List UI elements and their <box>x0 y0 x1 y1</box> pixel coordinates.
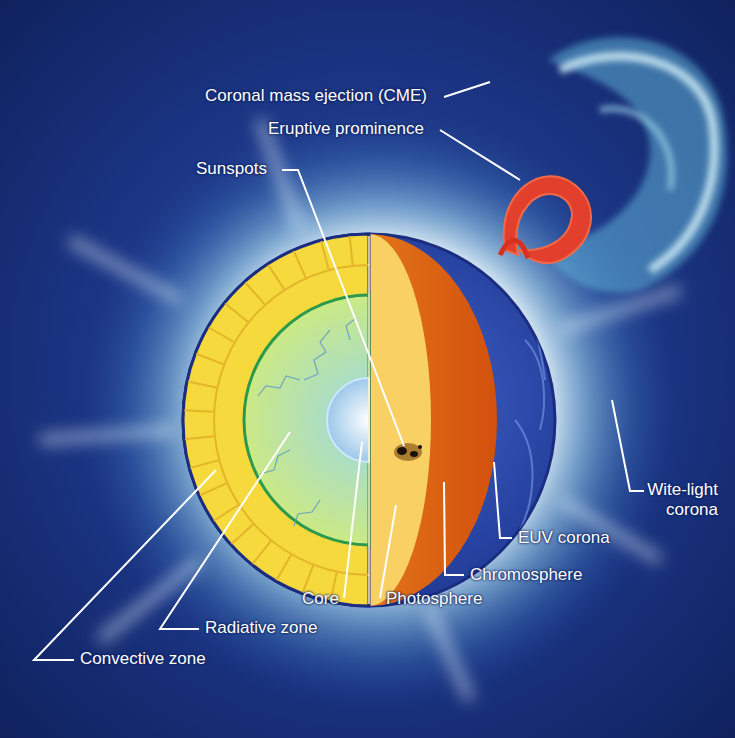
callout-label: Photosphere <box>386 589 482 609</box>
callout-label: Coronal mass ejection (CME) <box>205 86 427 106</box>
cell-divider <box>225 304 248 322</box>
leader-line <box>444 82 490 97</box>
photon-path <box>346 318 356 340</box>
callout-label: EUV corona <box>518 528 610 548</box>
leader-line <box>380 505 396 598</box>
photon-path <box>294 500 320 526</box>
sunspot-penumbra <box>394 443 422 461</box>
euv-loop <box>525 340 544 430</box>
cme-cloud <box>545 37 727 292</box>
core <box>327 378 369 462</box>
sunspot-group <box>394 443 422 461</box>
callout-label: Wite-light corona <box>632 480 718 521</box>
leader-line <box>282 170 404 446</box>
corona-glow <box>80 110 680 710</box>
cell-divider <box>200 483 226 495</box>
cell-divider <box>196 354 223 364</box>
leader-line <box>612 400 644 491</box>
callout-label: Eruptive prominence <box>268 119 424 139</box>
cell-divider <box>209 328 234 343</box>
cell-divider <box>253 541 271 564</box>
streamer <box>40 430 175 440</box>
photon-path <box>304 330 330 380</box>
cell-divider <box>268 265 284 289</box>
cut-edge <box>368 236 370 604</box>
sunspot <box>397 447 407 455</box>
euv-loop <box>515 420 533 530</box>
cell-divider <box>350 236 353 265</box>
photon-path <box>258 376 300 396</box>
cell-divider <box>245 283 264 305</box>
streamer <box>70 240 180 300</box>
euv-loop <box>480 250 520 300</box>
radiative-zone <box>244 295 369 545</box>
euv-surface <box>183 234 555 606</box>
leader-line <box>440 130 520 180</box>
cell-divider <box>184 410 213 412</box>
cme-shell <box>545 37 727 292</box>
sun-sphere <box>183 234 555 606</box>
cell-divider <box>232 524 254 543</box>
cell-divider <box>214 505 238 521</box>
callout-label: Sunspots <box>196 159 267 179</box>
leader-line <box>34 470 216 660</box>
cell-divider <box>303 566 313 593</box>
sunspot <box>418 445 422 449</box>
leader-line <box>444 482 464 575</box>
leader-line <box>494 462 512 538</box>
convective-inner-edge <box>214 265 369 575</box>
cell-divider <box>185 436 214 439</box>
streamer <box>430 610 470 700</box>
callout-label: Convective zone <box>80 649 206 669</box>
leader-line <box>344 442 362 598</box>
corona-streamers <box>40 120 680 700</box>
eruptive-prominence <box>500 176 591 263</box>
callout-label: Core <box>302 589 339 609</box>
cell-divider <box>188 382 216 388</box>
leader-line <box>160 432 290 629</box>
callout-label: Radiative zone <box>205 618 317 638</box>
cell-divider <box>190 460 218 468</box>
cme-structure <box>600 108 672 190</box>
cell-divider <box>277 555 292 580</box>
prominence-foot <box>500 240 528 258</box>
leader-lines <box>34 82 644 660</box>
sunspot <box>410 451 418 457</box>
prominence-loop <box>504 176 591 263</box>
streamer <box>560 290 680 330</box>
callout-label: Chromosphere <box>470 565 582 585</box>
cell-divider <box>294 251 306 277</box>
